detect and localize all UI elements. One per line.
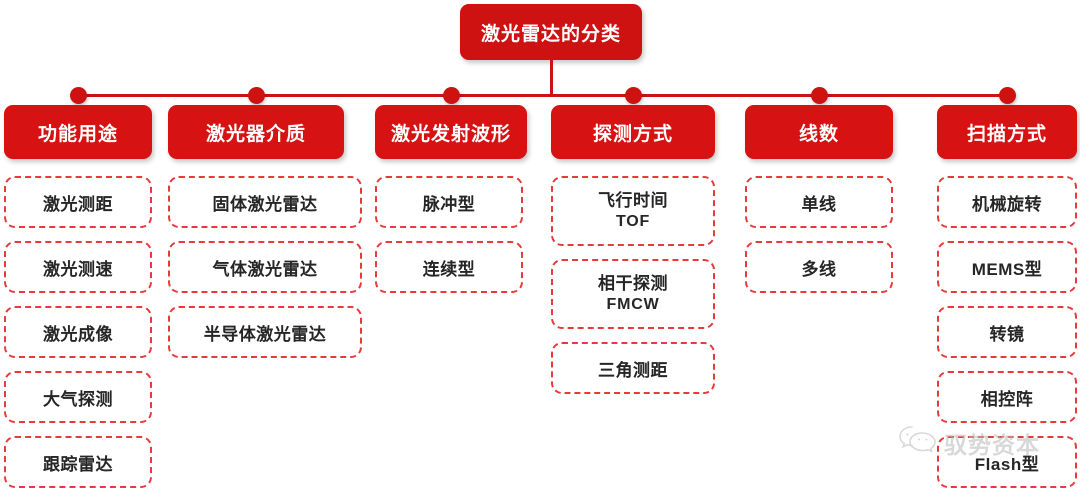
leaf-node[interactable]: MEMS型 xyxy=(937,241,1077,293)
leaf-node-label: 激光成像 xyxy=(43,324,113,344)
leaf-node[interactable]: 连续型 xyxy=(375,241,523,293)
column-items-2: 固体激光雷达气体激光雷达半导体激光雷达 xyxy=(168,176,362,358)
leaf-node[interactable]: 三角测距 xyxy=(551,342,715,394)
bus-dot-2 xyxy=(248,87,265,104)
root-node: 激光雷达的分类 xyxy=(460,4,642,60)
column-items-6: 机械旋转 MEMS型转镜相控阵 Flash型 xyxy=(937,176,1077,488)
leaf-node-label: 相干探测 xyxy=(598,274,668,294)
leaf-node-label: 脉冲型 xyxy=(422,194,476,214)
column-5: 线数单线多线 xyxy=(745,105,893,306)
column-header-3[interactable]: 激光发射波形 xyxy=(375,105,527,159)
leaf-node-sublabel: FMCW xyxy=(606,295,660,313)
leaf-node[interactable]: 相控阵 xyxy=(937,371,1077,423)
column-2: 激光器介质固体激光雷达气体激光雷达半导体激光雷达 xyxy=(168,105,362,371)
column-header-label: 扫描方式 xyxy=(966,123,1047,145)
column-3: 激光发射波形脉冲型连续型 xyxy=(375,105,527,306)
leaf-node[interactable]: 激光测距 xyxy=(4,176,152,228)
column-header-4[interactable]: 探测方式 xyxy=(551,105,715,159)
leaf-node[interactable]: 半导体激光雷达 xyxy=(168,306,362,358)
wechat-icon xyxy=(898,424,938,461)
column-items-3: 脉冲型连续型 xyxy=(375,176,523,293)
column-items-1: 激光测距激光测速激光成像大气探测跟踪雷达 xyxy=(4,176,152,488)
leaf-node-label: 激光测距 xyxy=(43,194,113,214)
leaf-node-label: 大气探测 xyxy=(43,389,113,409)
leaf-node[interactable]: 固体激光雷达 xyxy=(168,176,362,228)
leaf-node[interactable]: 单线 xyxy=(745,176,893,228)
leaf-node[interactable]: 激光测速 xyxy=(4,241,152,293)
leaf-node-label: 相控阵 xyxy=(980,389,1034,409)
column-header-label: 激光器介质 xyxy=(205,123,306,145)
root-node-label: 激光雷达的分类 xyxy=(480,23,621,45)
column-header-label: 线数 xyxy=(798,123,839,145)
leaf-node-label: 连续型 xyxy=(422,259,476,279)
leaf-node-label: 飞行时间 xyxy=(598,191,668,211)
leaf-node[interactable]: 气体激光雷达 xyxy=(168,241,362,293)
column-header-5[interactable]: 线数 xyxy=(745,105,893,159)
leaf-node[interactable]: 脉冲型 xyxy=(375,176,523,228)
leaf-node-label: MEMS型 xyxy=(971,259,1043,279)
column-header-label: 激光发射波形 xyxy=(390,123,511,145)
column-header-label: 探测方式 xyxy=(592,123,673,145)
bus-dot-4 xyxy=(625,87,642,104)
leaf-node[interactable]: Flash型 xyxy=(937,436,1077,488)
leaf-node-label: 转镜 xyxy=(989,324,1025,344)
leaf-node-label: 半导体激光雷达 xyxy=(203,324,327,344)
column-header-1[interactable]: 功能用途 xyxy=(4,105,152,159)
root-stem-connector xyxy=(550,60,553,96)
leaf-node-label: 机械旋转 xyxy=(972,194,1042,214)
leaf-node[interactable]: 激光成像 xyxy=(4,306,152,358)
bus-dot-5 xyxy=(811,87,828,104)
leaf-node-label: 固体激光雷达 xyxy=(212,194,318,214)
bus-dot-6 xyxy=(999,87,1016,104)
leaf-node[interactable]: 大气探测 xyxy=(4,371,152,423)
column-header-2[interactable]: 激光器介质 xyxy=(168,105,344,159)
column-header-label: 功能用途 xyxy=(37,123,118,145)
leaf-node-label: 激光测速 xyxy=(43,259,113,279)
leaf-node[interactable]: 多线 xyxy=(745,241,893,293)
leaf-node-label: 三角测距 xyxy=(598,360,668,380)
leaf-node-label: 跟踪雷达 xyxy=(43,454,113,474)
horizontal-bus-connector xyxy=(77,94,1004,97)
bus-dot-3 xyxy=(443,87,460,104)
column-header-6[interactable]: 扫描方式 xyxy=(937,105,1077,159)
leaf-node[interactable]: 跟踪雷达 xyxy=(4,436,152,488)
column-1: 功能用途激光测距激光测速激光成像大气探测跟踪雷达 xyxy=(4,105,152,492)
leaf-node-label: 单线 xyxy=(801,194,837,214)
leaf-node-sublabel: TOF xyxy=(615,212,651,230)
bus-dot-1 xyxy=(70,87,87,104)
leaf-node-label: 多线 xyxy=(801,259,837,279)
leaf-node[interactable]: 机械旋转 xyxy=(937,176,1077,228)
column-items-5: 单线多线 xyxy=(745,176,893,293)
leaf-node-label: 气体激光雷达 xyxy=(212,259,318,279)
leaf-node-label: Flash型 xyxy=(974,454,1040,474)
column-6: 扫描方式机械旋转 MEMS型转镜相控阵 Flash型 xyxy=(937,105,1077,492)
leaf-node[interactable]: 转镜 xyxy=(937,306,1077,358)
